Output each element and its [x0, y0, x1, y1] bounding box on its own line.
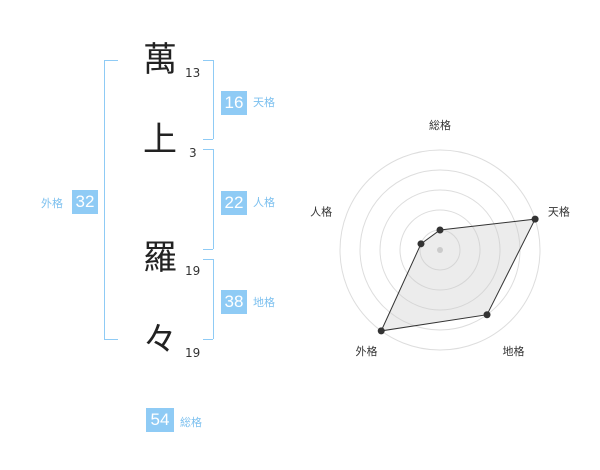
radar-point-4 [377, 327, 385, 335]
name-char-3: 羅 [143, 238, 177, 278]
radar-point-1 [436, 226, 444, 234]
jinkaku-value: 22 [221, 191, 247, 215]
radar-point-3 [483, 311, 491, 319]
tenkaku-bracket [213, 60, 214, 139]
radar-center [437, 247, 443, 253]
radar-axis-label: 総格 [429, 118, 451, 132]
radar-point-5 [417, 240, 425, 248]
tenkaku-value: 16 [221, 91, 247, 115]
chikaku-bracket-bottom [203, 339, 213, 340]
chikaku-bracket-top [203, 259, 213, 260]
radar-axis-label: 外格 [356, 344, 378, 358]
name-char-2-strokes: 3 [189, 146, 197, 160]
jinkaku-label: 人格 [253, 196, 275, 209]
gaikaku-bracket-top [104, 60, 118, 61]
tenkaku-label: 天格 [253, 96, 275, 109]
name-char-4: 々 [143, 320, 177, 360]
soukaku-label: 総格 [180, 416, 202, 429]
name-char-1-strokes: 13 [185, 66, 201, 80]
chikaku-bracket [213, 259, 214, 339]
chikaku-label: 地格 [253, 296, 275, 309]
name-char-4-strokes: 19 [185, 346, 201, 360]
gaikaku-label: 外格 [41, 197, 63, 210]
chikaku-value: 38 [221, 290, 247, 314]
name-char-2: 上 [143, 120, 177, 160]
radar-ring [339, 149, 541, 351]
soukaku-value: 54 [146, 408, 174, 432]
radar-point-2 [531, 215, 539, 223]
gaikaku-bracket [104, 60, 105, 339]
tenkaku-bracket-top [203, 60, 213, 61]
jinkaku-bracket [213, 149, 214, 249]
jinkaku-bracket-bottom [203, 249, 213, 250]
name-char-1: 萬 [143, 40, 177, 80]
radar-ring [399, 209, 481, 291]
jinkaku-bracket-top [203, 149, 213, 150]
radar-axis-label: 地格 [502, 344, 524, 358]
radar-axis-label: 天格 [548, 204, 570, 218]
name-char-3-strokes: 19 [185, 264, 201, 278]
radar-series-polygon [380, 218, 536, 332]
radar-ring [379, 189, 501, 311]
tenkaku-bracket-bottom [203, 139, 213, 140]
gaikaku-value: 32 [72, 190, 98, 214]
gaikaku-bracket-bottom [104, 339, 118, 340]
radar-axis-label: 人格 [310, 204, 332, 218]
